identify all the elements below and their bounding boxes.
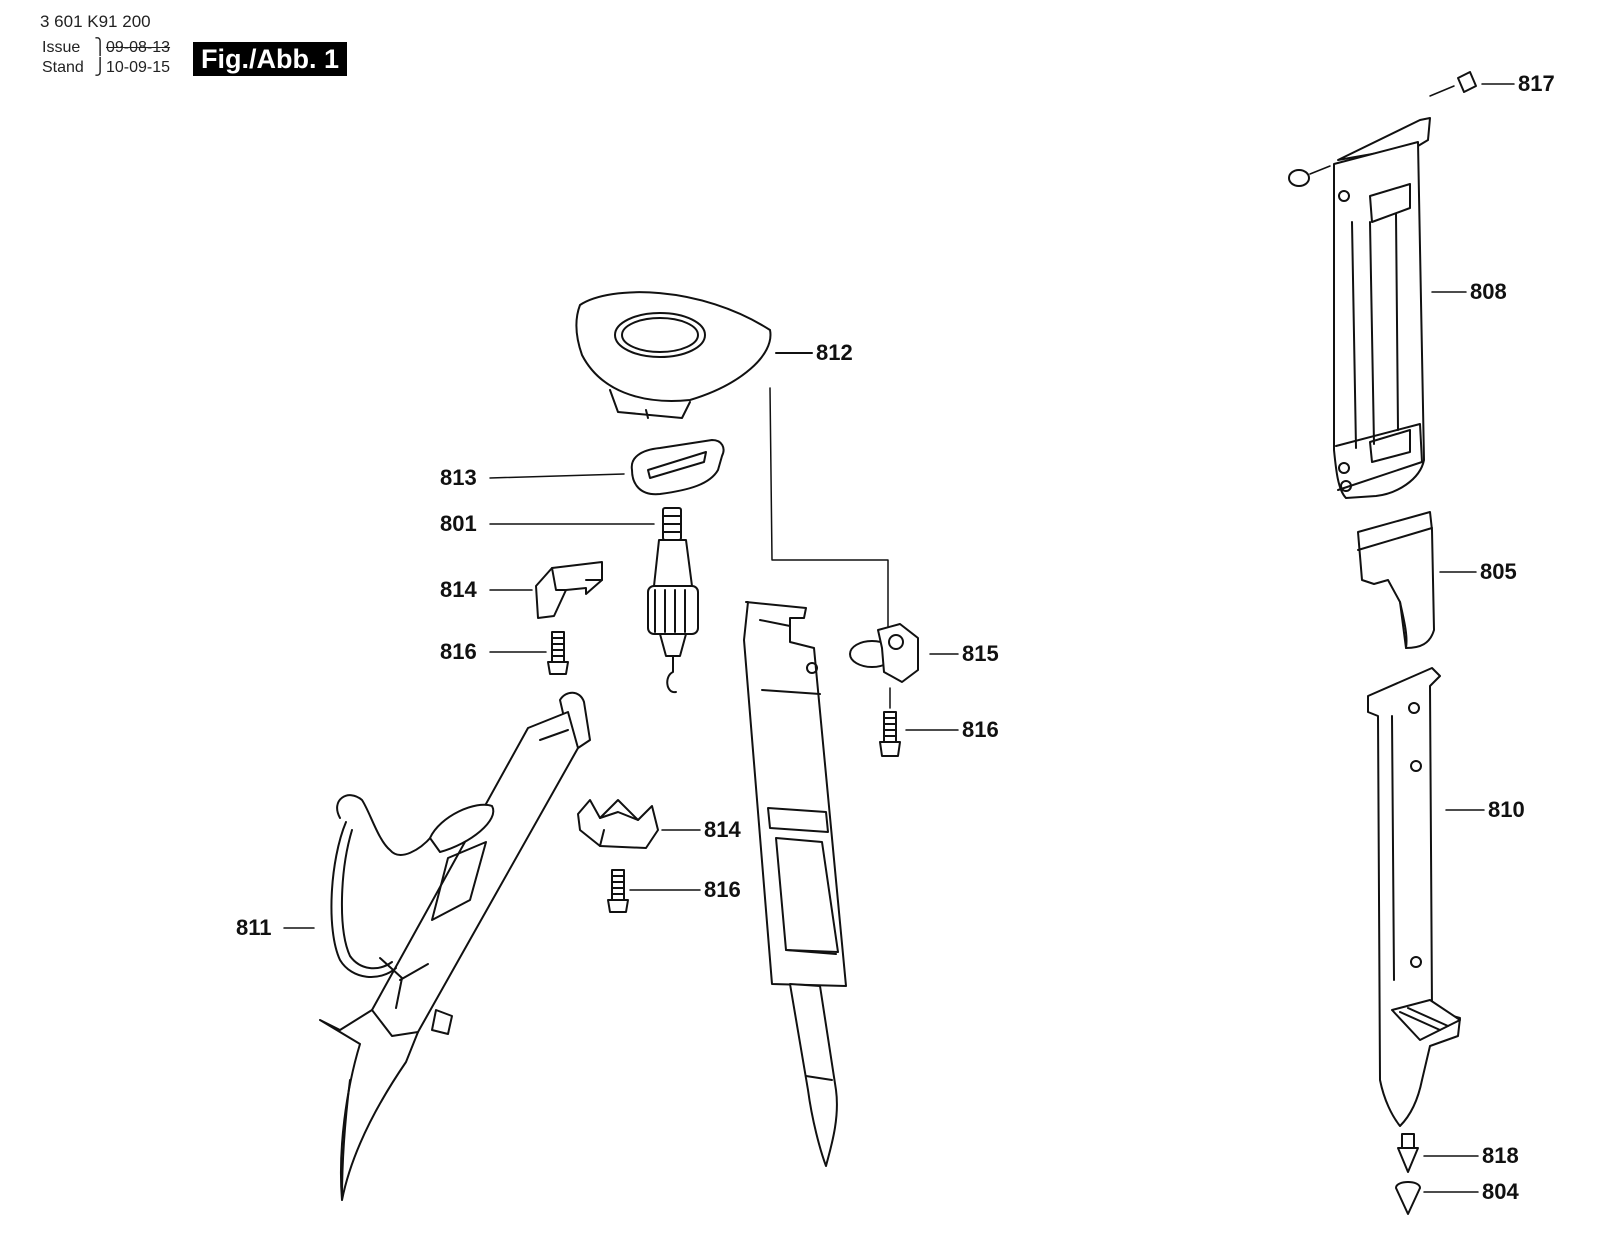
callout-811: 811 [236, 915, 272, 940]
callout-814: 814 [704, 817, 741, 842]
part-814-clamp-upper [535, 561, 603, 619]
figure-label: Fig./Abb. 1 [193, 42, 347, 76]
part-813-gasket [630, 439, 725, 496]
callout-812: 812 [816, 340, 853, 365]
stand-date: 10-09-15 [106, 59, 171, 76]
part-818-spike [1397, 1133, 1419, 1173]
callout-804: 804 [1482, 1179, 1519, 1204]
part-812-head-plate [575, 291, 772, 419]
callout-816: 816 [704, 877, 741, 902]
callout-816: 816 [440, 639, 477, 664]
part-808-upper-leg [1333, 117, 1431, 499]
callout-813: 813 [440, 465, 477, 490]
brace-icon: ⎫ [94, 39, 106, 56]
callout-816: 816 [962, 717, 999, 742]
part-804-cap [1395, 1181, 1421, 1215]
part-801-center-screw [647, 507, 699, 694]
part-816-screw-a [547, 631, 569, 675]
part-815-clamp [849, 623, 919, 683]
leader-812-815 [769, 387, 889, 641]
callout-805: 805 [1480, 559, 1517, 584]
part-middle-leg [743, 601, 847, 1167]
part-805-clip [1357, 511, 1435, 649]
callout-818: 818 [1482, 1143, 1519, 1168]
document-number: 3 601 K91 200 [40, 12, 151, 31]
part-811-leg-with-strap [319, 691, 591, 1201]
part-814-clamp-lower [577, 799, 659, 849]
part-810-lower-leg [1367, 667, 1461, 1127]
part-816-screw-b [879, 711, 901, 757]
leader-813 [489, 473, 625, 479]
issue-date: 09-08-13 [106, 39, 171, 56]
part-816-screw-c [607, 869, 629, 913]
revision-block: Issue ⎫ 09-08-13 Stand ⎭ 10-09-15 [42, 38, 170, 78]
callout-814: 814 [440, 577, 477, 602]
callout-810: 810 [1488, 797, 1525, 822]
callout-808: 808 [1470, 279, 1507, 304]
part-817-pins [1288, 71, 1477, 187]
issue-label: Issue [42, 39, 81, 56]
stand-label: Stand [42, 59, 84, 76]
callout-815: 815 [962, 641, 999, 666]
brace-icon: ⎭ [94, 59, 106, 76]
callout-801: 801 [440, 511, 477, 536]
callout-817: 817 [1518, 71, 1555, 96]
